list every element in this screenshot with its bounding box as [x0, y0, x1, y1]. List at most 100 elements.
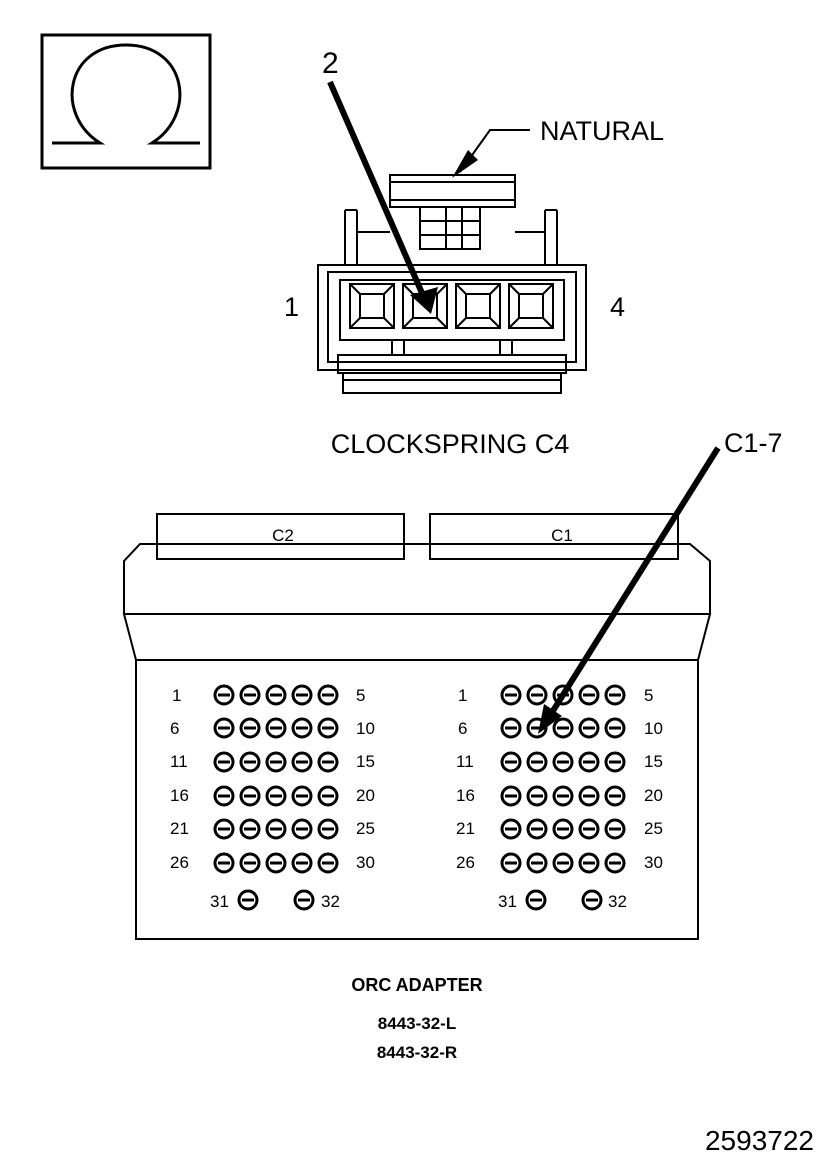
terminal-cavity [213, 717, 235, 739]
pin-grid-c1: 1 5 6 10 11 15 16 20 21 25 26 30 31 32 [456, 684, 663, 911]
row-end-number: 20 [356, 786, 375, 805]
row-end-number: 25 [644, 819, 663, 838]
terminal-cavity [578, 852, 600, 874]
terminal-cavity [265, 684, 287, 706]
terminal-cavity [525, 889, 547, 911]
pin-31-label: 31 [498, 892, 517, 911]
part-number-left: 8443-32-L [378, 1014, 456, 1033]
terminal-cavity [526, 785, 548, 807]
terminal-cavity [213, 818, 235, 840]
terminal-cavity [265, 785, 287, 807]
terminal-cavity [526, 818, 548, 840]
terminal-cavity [317, 785, 339, 807]
terminal-cavity [291, 818, 313, 840]
ohm-icon [40, 33, 212, 170]
terminal-cavity [500, 785, 522, 807]
terminal-cavity [581, 889, 603, 911]
cavity-grid [213, 684, 339, 911]
pin-4-label: 4 [610, 292, 625, 322]
row-start-number: 21 [456, 819, 475, 838]
callout-pin-2: 2 [322, 47, 339, 80]
pin-grid-c2: 1 5 6 10 11 15 16 20 21 25 26 30 31 32 [170, 684, 375, 911]
terminal-cavity [526, 751, 548, 773]
cavity [508, 283, 554, 329]
row-start-number: 26 [456, 853, 475, 872]
row-end-number: 10 [356, 719, 375, 738]
cavity [402, 283, 448, 329]
terminal-cavity [604, 785, 626, 807]
terminal-cavity [291, 751, 313, 773]
row-start-number: 16 [170, 786, 189, 805]
cavity [455, 283, 501, 329]
terminal-cavity [552, 785, 574, 807]
terminal-cavity [317, 818, 339, 840]
row-end-number: 5 [356, 686, 365, 705]
terminal-cavity [526, 684, 548, 706]
terminal-cavity [500, 751, 522, 773]
terminal-cavity [552, 818, 574, 840]
terminal-cavity [578, 751, 600, 773]
terminal-cavity [213, 684, 235, 706]
connector-c2-label: C2 [272, 526, 294, 545]
c1-7-callout: C1-7 [724, 428, 783, 458]
pin-1-label: 1 [284, 292, 299, 322]
terminal-cavity [265, 717, 287, 739]
terminal-cavity [239, 717, 261, 739]
terminal-cavity [578, 818, 600, 840]
row-start-number: 6 [458, 719, 467, 738]
clockspring-connector [317, 174, 587, 394]
terminal-cavity [293, 889, 315, 911]
terminal-cavity [578, 785, 600, 807]
connector-c1-label: C1 [551, 526, 573, 545]
row-end-number: 10 [644, 719, 663, 738]
terminal-cavity [237, 889, 259, 911]
terminal-cavity [604, 852, 626, 874]
row-start-number: 21 [170, 819, 189, 838]
terminal-cavity [552, 852, 574, 874]
orc-adapter-body [122, 513, 712, 940]
terminal-cavity [578, 684, 600, 706]
row-start-number: 11 [170, 752, 188, 771]
row-end-number: 20 [644, 786, 663, 805]
terminal-cavity [526, 852, 548, 874]
row-end-number: 15 [356, 752, 375, 771]
terminal-cavity [291, 717, 313, 739]
terminal-cavity [552, 751, 574, 773]
terminal-cavity [291, 785, 313, 807]
terminal-cavity [213, 751, 235, 773]
terminal-cavity [500, 852, 522, 874]
terminal-cavity [213, 785, 235, 807]
terminal-cavity [317, 852, 339, 874]
terminal-cavity [213, 852, 235, 874]
row-end-number: 5 [644, 686, 653, 705]
figure-number: 2593722 [705, 1125, 814, 1156]
row-end-number: 25 [356, 819, 375, 838]
clockspring-title: CLOCKSPRING C4 [331, 429, 570, 459]
cavity [349, 283, 395, 329]
row-start-number: 26 [170, 853, 189, 872]
row-start-number: 1 [458, 686, 467, 705]
natural-label: NATURAL [540, 116, 664, 146]
terminal-cavity [604, 818, 626, 840]
cavity-grid [500, 684, 626, 911]
terminal-cavity [604, 717, 626, 739]
terminal-cavity [500, 818, 522, 840]
terminal-cavity [239, 818, 261, 840]
terminal-cavity [317, 717, 339, 739]
row-end-number: 15 [644, 752, 663, 771]
pin-31-label: 31 [210, 892, 229, 911]
row-end-number: 30 [356, 853, 375, 872]
terminal-cavity [239, 785, 261, 807]
pin-2-pointer [327, 80, 438, 314]
terminal-cavity [265, 751, 287, 773]
row-end-number: 30 [644, 853, 663, 872]
c1-7-pointer [538, 446, 721, 734]
terminal-cavity [500, 717, 522, 739]
part-number-right: 8443-32-R [377, 1043, 457, 1062]
terminal-cavity [265, 818, 287, 840]
terminal-cavity [239, 684, 261, 706]
pin-32-label: 32 [321, 892, 340, 911]
terminal-cavity [317, 684, 339, 706]
terminal-cavity [239, 852, 261, 874]
